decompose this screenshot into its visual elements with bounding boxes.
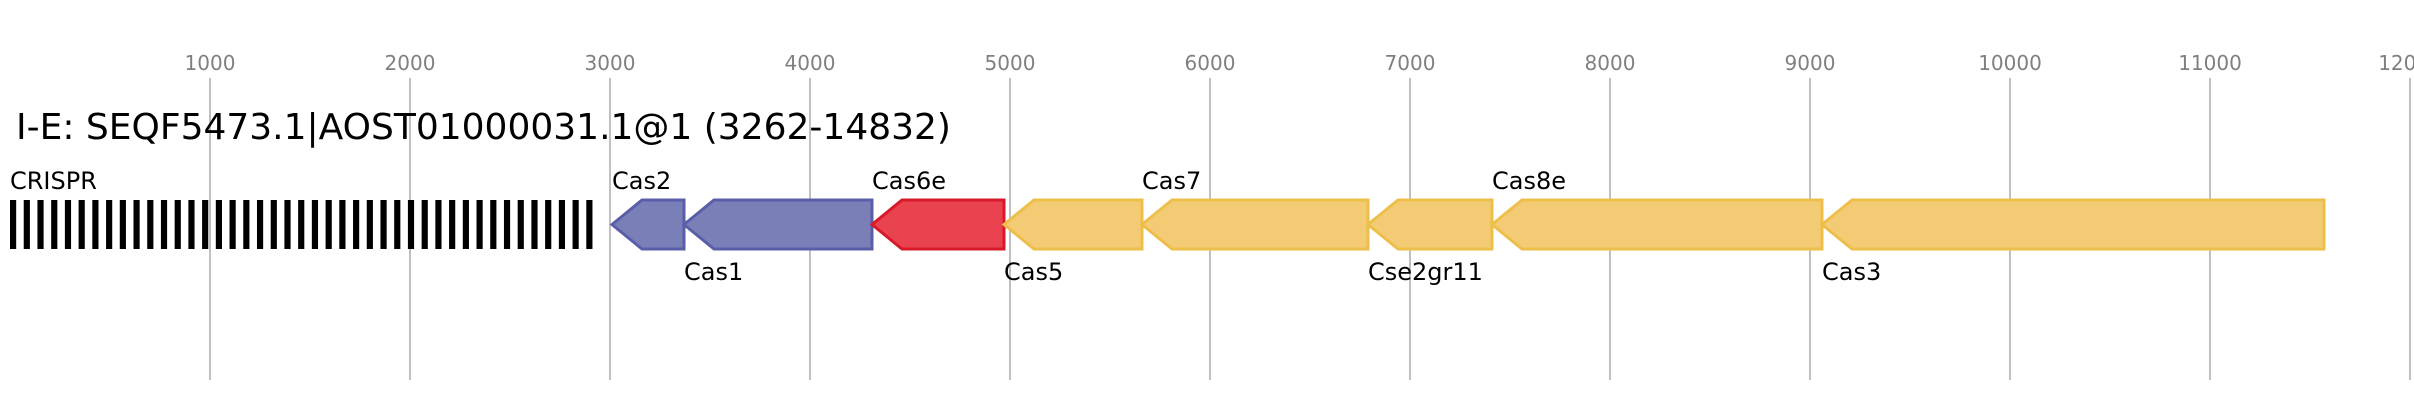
crispr-repeat bbox=[270, 200, 277, 249]
tick-label: 5000 bbox=[985, 51, 1036, 75]
crispr-repeat bbox=[64, 200, 72, 249]
tick-label: 3000 bbox=[585, 51, 636, 75]
gene-arrow-cas6e bbox=[869, 198, 1006, 251]
crispr-repeat bbox=[51, 200, 58, 249]
crispr-repeat bbox=[407, 200, 415, 249]
crispr-repeat bbox=[586, 200, 593, 249]
tick-label: 6000 bbox=[1185, 51, 1236, 75]
crispr-repeat bbox=[106, 200, 113, 249]
tick-label: 9000 bbox=[1785, 51, 1836, 75]
crispr-repeat bbox=[256, 200, 264, 249]
crispr-repeat bbox=[202, 200, 209, 249]
crispr-repeat bbox=[503, 200, 511, 249]
tick-label: 12000 bbox=[2378, 51, 2414, 75]
gene-arrow-cas3 bbox=[1819, 198, 2326, 251]
crispr-repeat bbox=[37, 200, 44, 249]
crispr-repeat bbox=[78, 200, 85, 249]
crispr-repeat bbox=[174, 200, 181, 249]
gene-arrow-cse2gr11 bbox=[1365, 198, 1494, 251]
gene-label-cse2gr11: Cse2gr11 bbox=[1368, 258, 1483, 286]
crispr-repeat bbox=[92, 200, 99, 249]
gene-label-cas3: Cas3 bbox=[1822, 258, 1881, 286]
tick-label: 10000 bbox=[1978, 51, 2042, 75]
crispr-repeat bbox=[325, 200, 332, 249]
tick-label: 11000 bbox=[2178, 51, 2242, 75]
gene-label-cas1: Cas1 bbox=[684, 258, 743, 286]
gene-arrow-cas2 bbox=[609, 198, 686, 251]
crispr-repeat bbox=[476, 200, 483, 249]
crispr-repeat bbox=[572, 200, 579, 249]
gene-arrow-cas7 bbox=[1139, 198, 1370, 251]
gene-label-cas5: Cas5 bbox=[1004, 258, 1063, 286]
crispr-repeat bbox=[380, 200, 387, 249]
tick-label: 1000 bbox=[185, 51, 236, 75]
crispr-label: CRISPR bbox=[10, 167, 97, 195]
gene-label-cas6e: Cas6e bbox=[872, 167, 946, 195]
crispr-repeat bbox=[545, 200, 552, 249]
crispr-repeat bbox=[366, 200, 373, 249]
crispr-repeat bbox=[558, 200, 566, 249]
crispr-repeat bbox=[243, 200, 250, 249]
crispr-repeat bbox=[188, 200, 195, 249]
crispr-repeat bbox=[215, 200, 222, 249]
diagram-title: I-E: SEQF5473.1|AOST01000031.1@1 (3262-1… bbox=[16, 107, 951, 148]
tick-label: 4000 bbox=[785, 51, 836, 75]
crispr-repeat bbox=[394, 200, 401, 249]
crispr-repeat bbox=[23, 200, 30, 249]
crispr-repeat bbox=[133, 200, 140, 249]
crispr-array: CRISPR bbox=[10, 167, 593, 249]
crispr-repeat bbox=[421, 200, 428, 249]
crispr-repeat bbox=[517, 200, 524, 249]
gene-arrow-cas8e bbox=[1489, 198, 1824, 251]
crispr-repeat bbox=[160, 200, 168, 249]
crispr-repeat bbox=[298, 200, 305, 249]
gene-arrow-cas1 bbox=[681, 198, 874, 251]
crispr-repeat bbox=[284, 200, 291, 249]
gene-label-cas8e: Cas8e bbox=[1492, 167, 1566, 195]
crispr-repeat bbox=[353, 200, 360, 249]
tick-label: 7000 bbox=[1385, 51, 1436, 75]
gene-arrow-cas5 bbox=[1001, 198, 1144, 251]
crispr-repeat bbox=[10, 200, 17, 249]
crispr-repeat bbox=[147, 200, 154, 249]
crispr-repeat bbox=[490, 200, 497, 249]
gene-label-cas2: Cas2 bbox=[612, 167, 671, 195]
crispr-repeat bbox=[119, 200, 126, 249]
crispr-repeat bbox=[339, 200, 346, 249]
tick-label: 8000 bbox=[1585, 51, 1636, 75]
crispr-repeat bbox=[531, 200, 538, 249]
crispr-repeat bbox=[449, 200, 456, 249]
tick-label: 2000 bbox=[385, 51, 436, 75]
crispr-repeat bbox=[311, 200, 319, 249]
crispr-repeat bbox=[229, 200, 236, 249]
crispr-repeat bbox=[462, 200, 469, 249]
gene-label-cas7: Cas7 bbox=[1142, 167, 1201, 195]
crispr-repeat bbox=[435, 200, 442, 249]
